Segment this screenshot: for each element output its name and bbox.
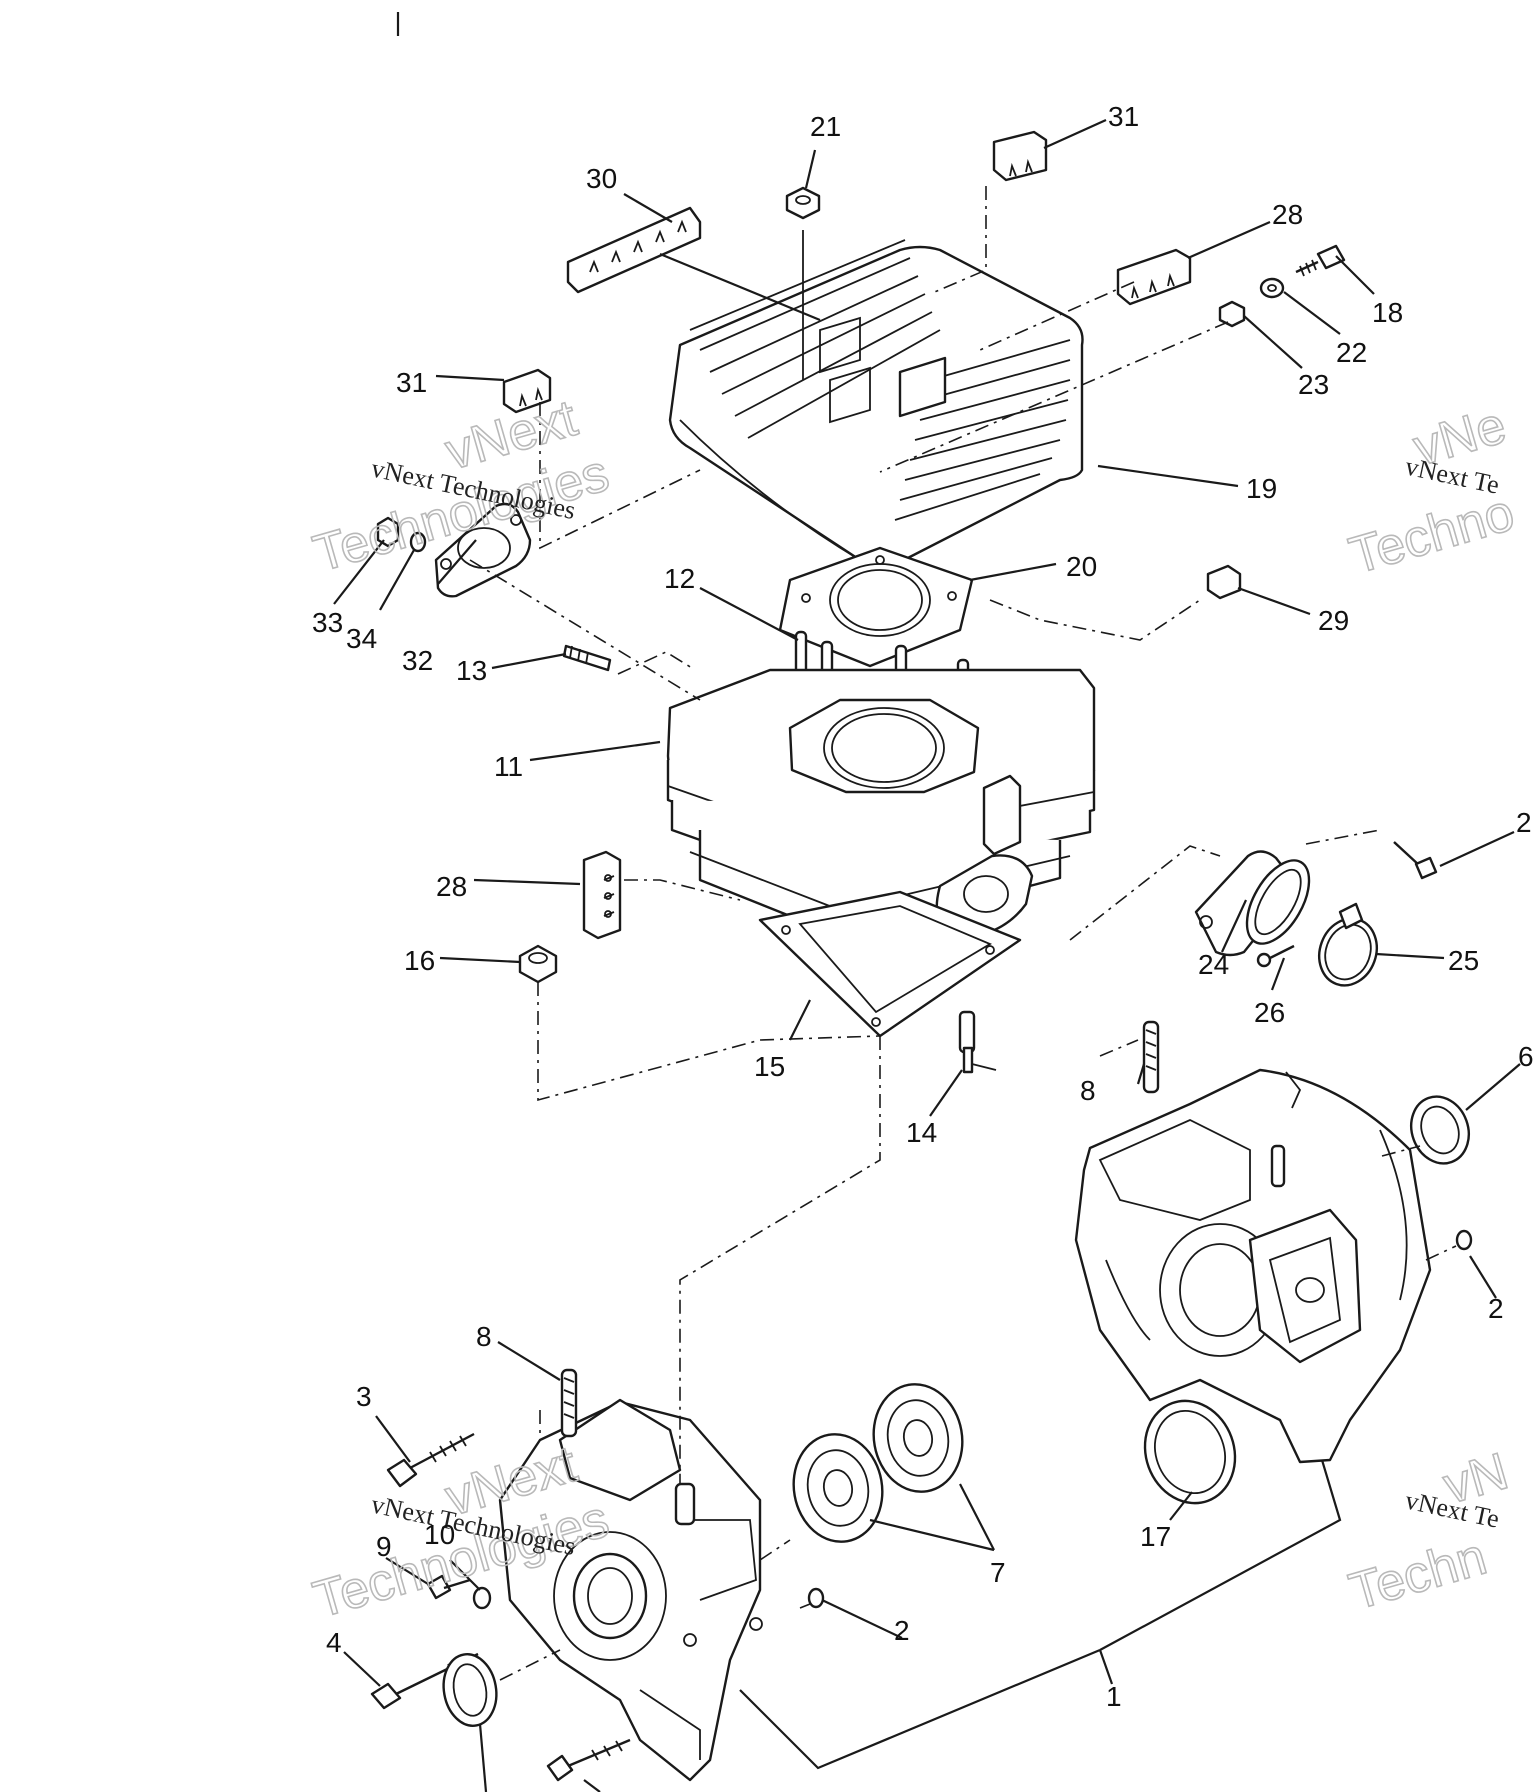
screw-9 — [426, 1574, 471, 1600]
bolt-27 — [1393, 841, 1438, 880]
callout-8-right: 8 — [1080, 1075, 1096, 1106]
damper-28-left — [582, 850, 622, 940]
washer-22 — [1259, 277, 1285, 299]
nut-16 — [518, 944, 558, 984]
base-gasket-15 — [758, 890, 1022, 1038]
callout-14: 14 — [906, 1117, 937, 1148]
head-nut-21 — [785, 186, 821, 220]
callout-2-left: 2 — [894, 1615, 910, 1646]
oil-seal-5 — [442, 1653, 498, 1727]
callout-30: 30 — [586, 163, 617, 194]
callout-31-left: 31 — [396, 367, 427, 398]
callout-13: 13 — [456, 655, 487, 686]
callout-12: 12 — [664, 563, 695, 594]
watermark-right-top: vNe Techno vNext Te — [1343, 395, 1522, 586]
bearing-7b — [872, 1383, 964, 1493]
nut-23 — [1218, 300, 1246, 328]
callout-8-left: 8 — [476, 1321, 492, 1352]
damper-29 — [1206, 564, 1242, 600]
screw-26 — [1256, 944, 1295, 968]
callout-2-right: 2 — [1488, 1293, 1504, 1324]
fin-damper-30 — [566, 206, 821, 322]
callout-28-left: 28 — [436, 871, 467, 902]
callout-21: 21 — [810, 111, 841, 142]
callout-3: 3 — [356, 1381, 372, 1412]
leader-lines — [333, 118, 1521, 1792]
callout-24: 24 — [1198, 949, 1229, 980]
damper-block-31-left — [502, 368, 552, 414]
callout-18: 18 — [1372, 297, 1403, 328]
stud-13 — [562, 644, 612, 672]
intake-boot-24 — [1194, 850, 1311, 957]
dowel-pin-2-left — [807, 1587, 825, 1609]
callout-4: 4 — [326, 1627, 342, 1658]
exhaust-gasket-32 — [434, 502, 532, 598]
crankcase-right-half — [1074, 1020, 1432, 1464]
crankcase-left-half — [498, 1368, 763, 1782]
bearing-7a — [792, 1433, 884, 1543]
callout-32: 32 — [402, 645, 433, 676]
fitting-14 — [958, 1010, 997, 1074]
callout-16: 16 — [404, 945, 435, 976]
washer-34 — [409, 531, 427, 553]
clamp-25 — [1318, 902, 1378, 987]
callout-29: 29 — [1318, 605, 1349, 636]
callout-22: 22 — [1336, 337, 1367, 368]
bolt-lower — [546, 1738, 631, 1782]
cylinder-head — [668, 230, 1084, 566]
callout-11: 11 — [494, 751, 523, 782]
damper-block-31-top — [992, 130, 1048, 182]
callout-31-top: 31 — [1108, 101, 1139, 132]
callout-34: 34 — [346, 623, 377, 654]
callout-33: 33 — [312, 607, 343, 638]
callout-10: 10 — [424, 1519, 455, 1550]
callout-15: 15 — [754, 1051, 785, 1082]
callout-28-top: 28 — [1272, 199, 1303, 230]
callout-17: 17 — [1140, 1521, 1171, 1552]
washer-10 — [472, 1586, 492, 1610]
gasket-17 — [1143, 1399, 1237, 1505]
callout-labels: 31 21 30 28 18 22 23 31 19 20 12 29 33 3… — [312, 101, 1534, 1712]
callout-25: 25 — [1448, 945, 1479, 976]
callout-23: 23 — [1298, 369, 1329, 400]
oil-seal-6 — [1410, 1095, 1470, 1165]
callout-9: 9 — [376, 1531, 392, 1562]
watermark-large-bottom: Techn — [1343, 1528, 1492, 1622]
watermark-right-bottom: vN Techn vNext Te — [1343, 1441, 1516, 1622]
damper-28-top — [1116, 248, 1192, 306]
callout-20: 20 — [1066, 551, 1097, 582]
head-gasket-20 — [778, 546, 974, 668]
callout-27: 2 — [1516, 807, 1532, 838]
assembly-lines — [469, 186, 1457, 1681]
cylinder-11 — [666, 668, 1096, 938]
bolt-3 — [386, 1432, 475, 1488]
callout-26: 26 — [1254, 997, 1285, 1028]
nut-33 — [376, 516, 400, 548]
callout-1: 1 — [1106, 1681, 1122, 1712]
callout-19: 19 — [1246, 473, 1277, 504]
dowel-pin-2-right — [1455, 1229, 1473, 1251]
callout-6: 6 — [1518, 1041, 1534, 1072]
bolt-18 — [1295, 244, 1346, 277]
callout-7: 7 — [990, 1557, 1006, 1588]
